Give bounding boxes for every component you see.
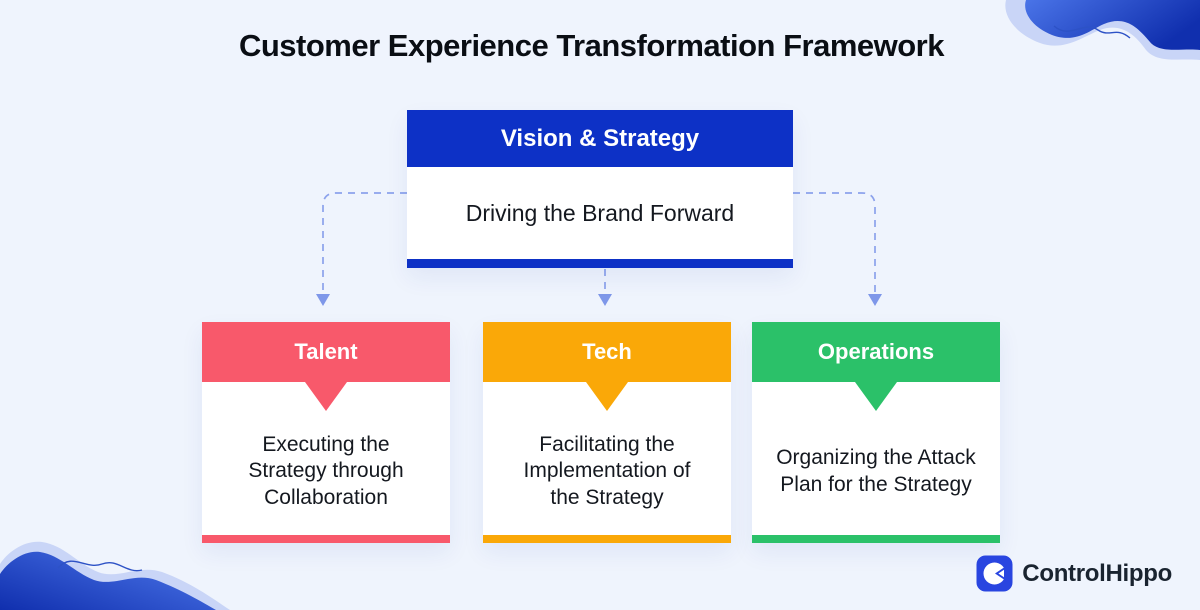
pillar-label-operations: Operations <box>817 339 935 364</box>
pillar-card-tech: Tech Facilitating the Implementation of … <box>483 322 731 543</box>
connector-left <box>322 192 407 293</box>
pillar-card-talent: Talent Executing the Strategy through Co… <box>202 322 450 543</box>
controlhippo-c-arrow-icon <box>976 555 1013 592</box>
pillar-pointer-tech <box>586 382 628 411</box>
pillar-header-tech: Tech <box>483 322 731 382</box>
pillar-description-operations: Organizing the Attack Plan for the Strat… <box>776 446 976 496</box>
controlhippo-logo-text: ControlHippo <box>1022 559 1172 587</box>
pillar-description-tech: Facilitating the Implementation of the S… <box>523 433 691 509</box>
pillar-bottom-strip-tech <box>483 535 731 543</box>
vision-strategy-bottom-strip <box>407 259 793 268</box>
pillar-pointer-operations <box>855 382 897 411</box>
arrowhead-middle-icon <box>598 294 612 306</box>
pillar-pointer-talent <box>305 382 347 411</box>
connector-right <box>793 192 876 293</box>
pillar-label-talent: Talent <box>294 339 358 364</box>
pillar-header-talent: Talent <box>202 322 450 382</box>
arrowhead-left-icon <box>316 294 330 306</box>
pillar-label-tech: Tech <box>582 339 632 364</box>
pillar-card-operations: Operations Organizing the Attack Plan fo… <box>752 322 1000 543</box>
pillar-description-talent: Executing the Strategy through Collabora… <box>248 433 404 509</box>
vision-strategy-header: Vision & Strategy <box>407 110 793 167</box>
vision-strategy-description: Driving the Brand Forward <box>465 199 735 226</box>
pillar-header-operations: Operations <box>752 322 1000 382</box>
vision-strategy-label: Vision & Strategy <box>500 124 700 152</box>
arrowhead-right-icon <box>868 294 882 306</box>
pillar-bottom-strip-talent <box>202 535 450 543</box>
page-title: Customer Experience Transformation Frame… <box>238 28 945 63</box>
vision-strategy-card: Vision & Strategy Driving the Brand Forw… <box>407 110 793 268</box>
controlhippo-logo: ControlHippo <box>976 555 1172 592</box>
pillar-bottom-strip-operations <box>752 535 1000 543</box>
